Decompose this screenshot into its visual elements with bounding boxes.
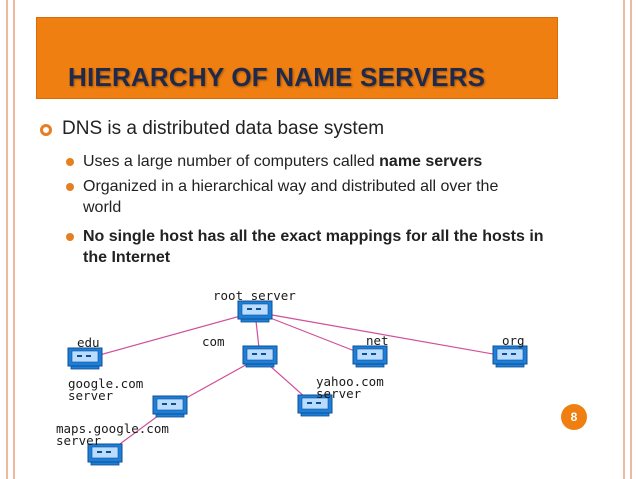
sub-bullet-icon bbox=[66, 233, 74, 241]
sub-bullet-icon bbox=[66, 183, 74, 191]
edge-root-edu bbox=[84, 311, 256, 360]
node-label: yahoo.com bbox=[316, 374, 384, 389]
main-bullet-icon bbox=[40, 124, 52, 136]
node-label: net bbox=[366, 333, 389, 348]
node-sublabel: server bbox=[56, 433, 102, 448]
left-border-line bbox=[6, 0, 8, 479]
computer-icon bbox=[152, 395, 188, 418]
title-banner bbox=[36, 17, 558, 99]
sub-bullet-text: Uses a large number of computers called … bbox=[83, 153, 483, 170]
node-net: net bbox=[352, 333, 389, 368]
computer-icon bbox=[87, 443, 123, 466]
sub-bullet-icon bbox=[66, 158, 74, 166]
right-border-line-inner bbox=[623, 0, 625, 479]
node-label: root server bbox=[213, 288, 296, 303]
computer-icon bbox=[352, 345, 388, 368]
node-sublabel: server bbox=[316, 386, 362, 401]
page-number: 8 bbox=[561, 404, 587, 430]
node-label: com bbox=[202, 334, 225, 349]
left-border-line-inner bbox=[13, 0, 15, 479]
node-label: org bbox=[502, 333, 525, 348]
node-label: edu bbox=[77, 335, 100, 350]
edge-root-org bbox=[254, 311, 511, 358]
computer-icon bbox=[297, 394, 333, 417]
node-sublabel: server bbox=[68, 388, 114, 403]
sub-bullet-text: Organized in a hierarchical way and dist… bbox=[83, 178, 499, 216]
computer-icon bbox=[242, 345, 278, 368]
node-label: google.com bbox=[68, 376, 143, 391]
node-label: maps.google.com bbox=[56, 421, 169, 436]
slide-title: HIERARCHY OF NAME SERVERS bbox=[68, 62, 486, 92]
edge-root-net bbox=[254, 311, 371, 358]
node-com: com bbox=[202, 334, 278, 368]
node-root: root server bbox=[213, 288, 296, 323]
computer-icon bbox=[492, 345, 528, 368]
computer-icon bbox=[237, 300, 273, 323]
node-org: org bbox=[492, 333, 528, 368]
right-border-line bbox=[630, 0, 632, 479]
node-edu: edu bbox=[67, 335, 103, 370]
main-bullet-text: DNS is a distributed data base system bbox=[62, 118, 385, 139]
sub-bullet-text: No single host has all the exact mapping… bbox=[83, 228, 544, 266]
computer-icon bbox=[67, 347, 103, 370]
